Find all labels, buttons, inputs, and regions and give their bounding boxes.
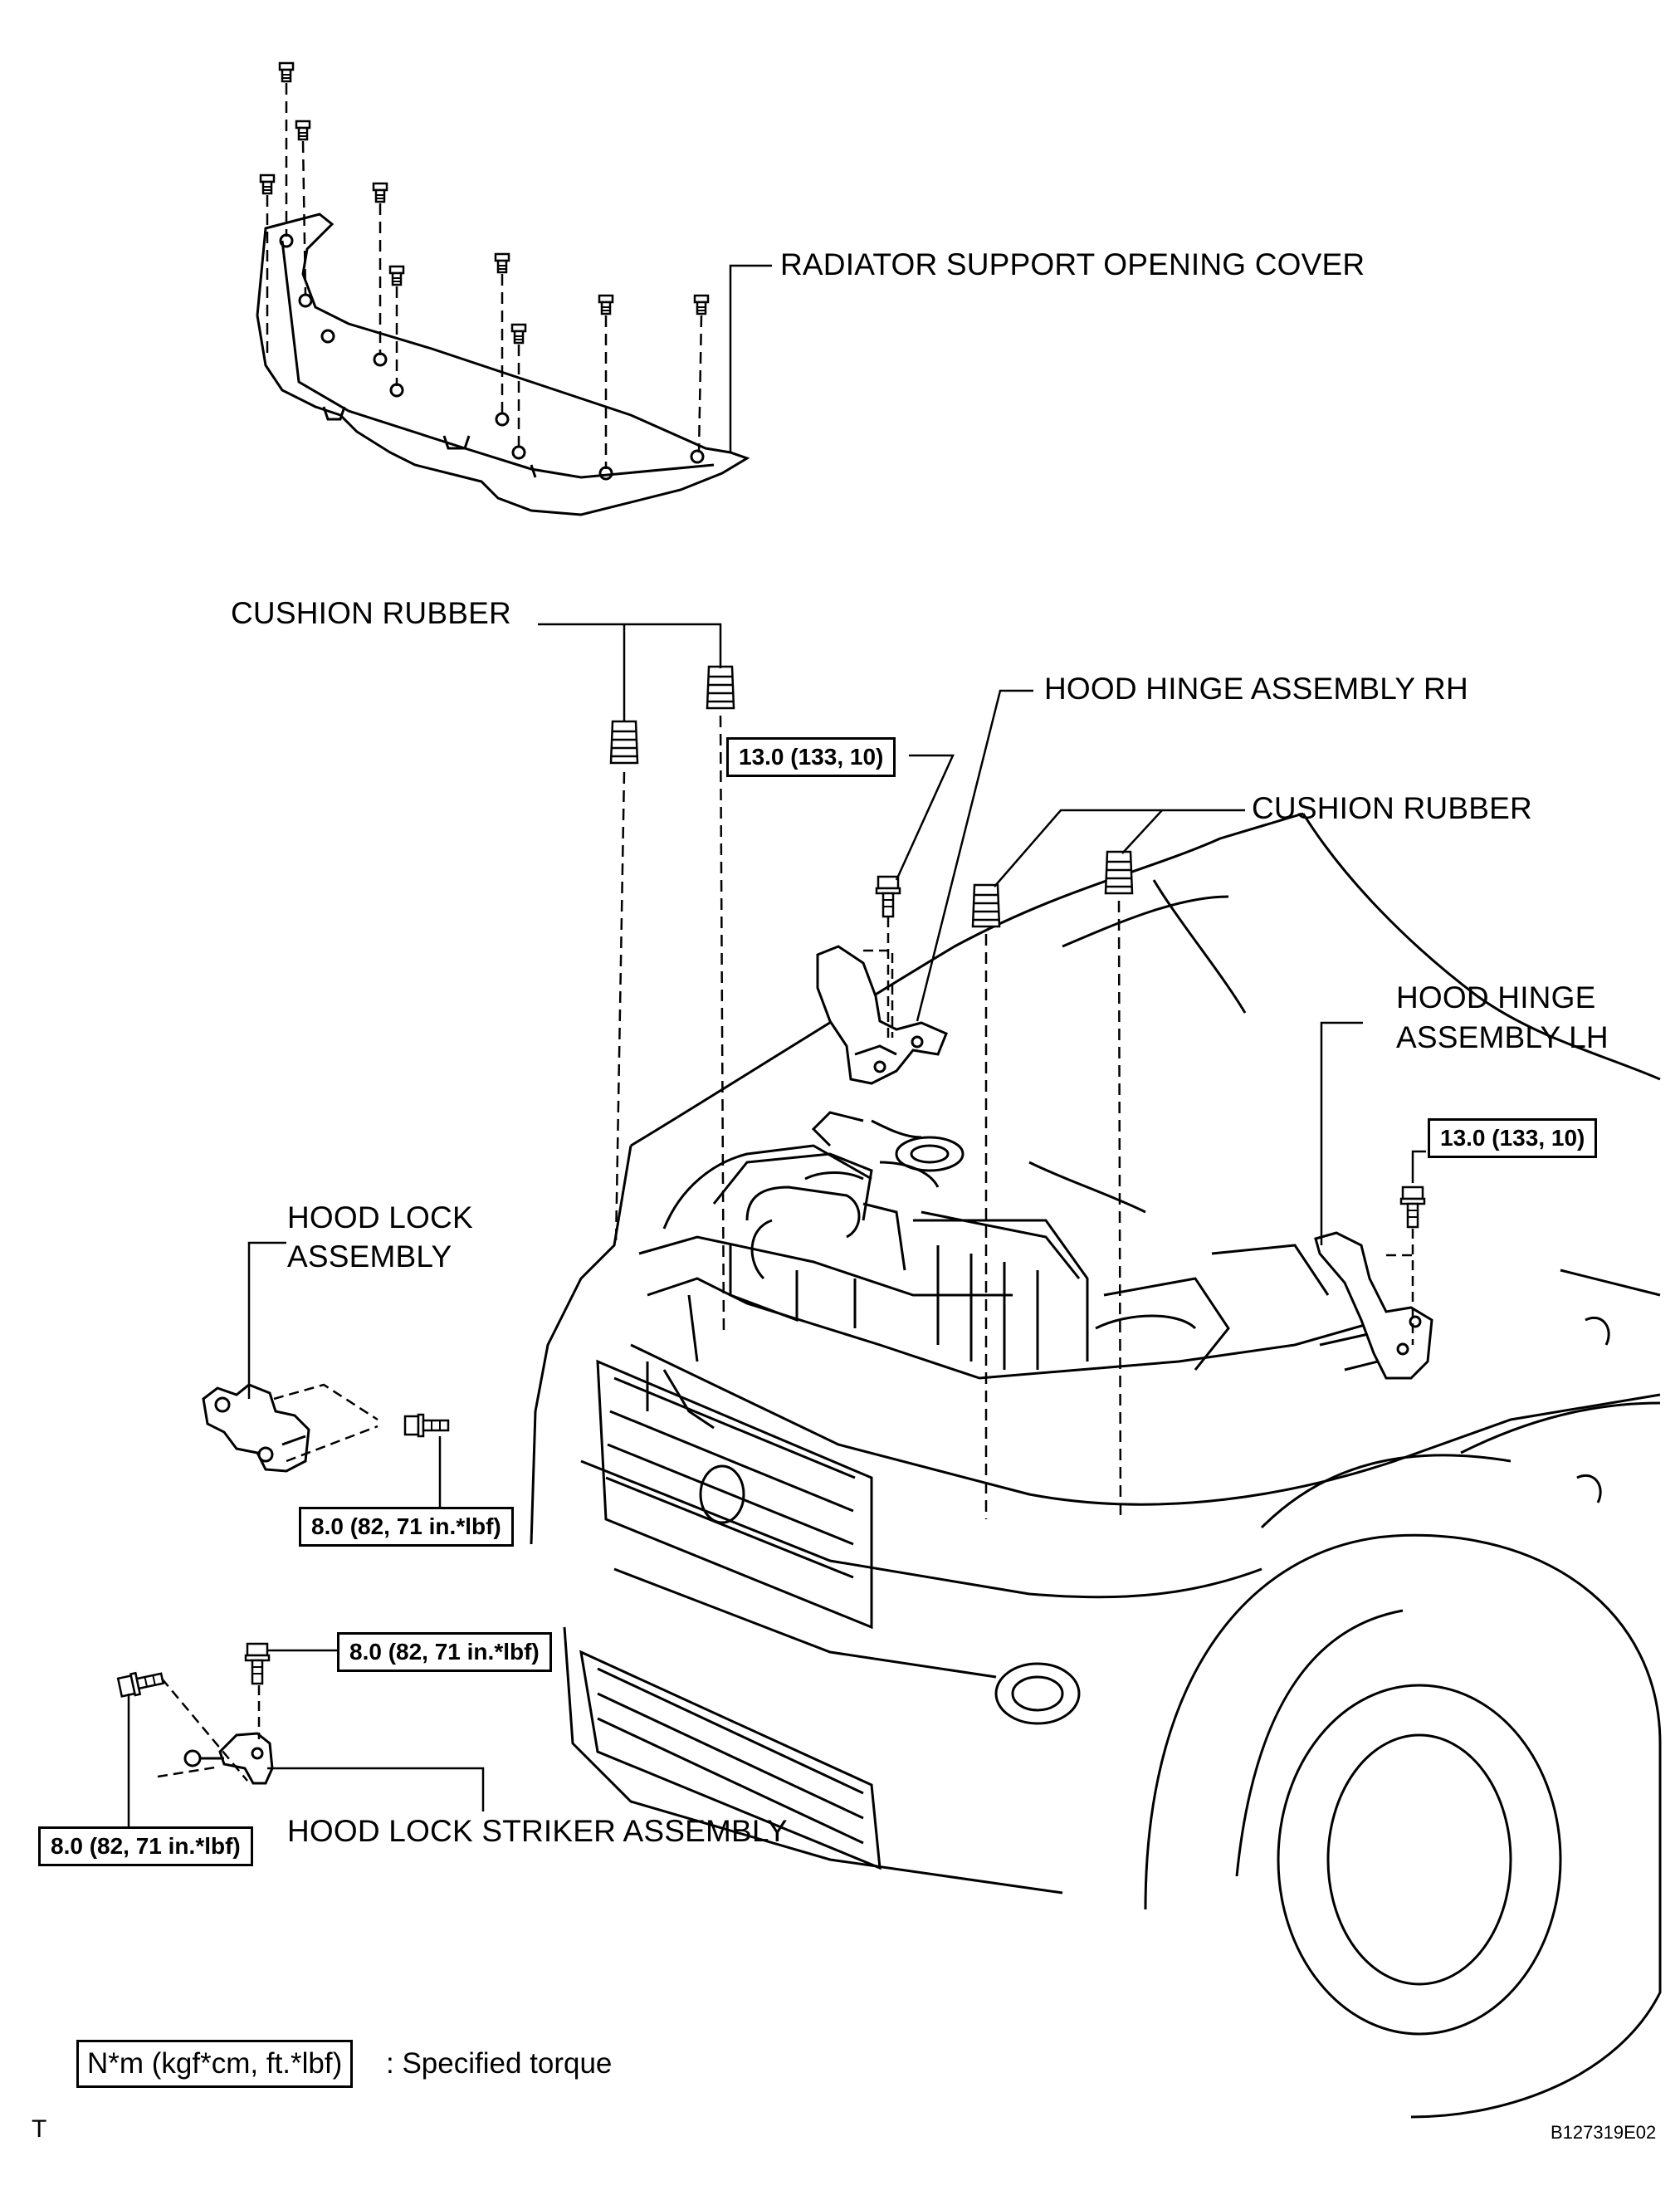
hood-hinge-rh-part (816, 945, 948, 1085)
label-cushion-rubber-right: CUSHION RUBBER (1252, 791, 1532, 825)
legend-specified-torque: : Specified torque (386, 2047, 613, 2080)
leader-radiator-cover (729, 264, 772, 452)
hinge-lh-dashed-guides (1386, 1229, 1415, 1345)
label-hood-hinge-assembly-lh-line2: ASSEMBLY LH (1396, 1020, 1609, 1054)
torque-hood-lock: 8.0 (82, 71 in.*lbf) (299, 1507, 514, 1547)
corner-letter: T (32, 2115, 47, 2143)
label-cushion-rubber-left: CUSHION RUBBER (231, 596, 511, 630)
cover-clips (259, 61, 710, 345)
vehicle-front-outline (530, 812, 1662, 2119)
hinge-rh-dashed-guides (863, 917, 894, 1038)
leader-hinge-lh (1320, 1021, 1363, 1245)
legend-torque-units-box: N*m (kgf*cm, ft.*lbf) (76, 2040, 354, 2088)
leader-cushion-rubber-left (538, 623, 722, 668)
torque-striker-lower: 8.0 (82, 71 in.*lbf) (38, 1826, 253, 1866)
leader-cushion-rubber-right-2 (1121, 809, 1163, 854)
leader-cushion-rubber-right (994, 809, 1245, 887)
torque-striker-upper: 8.0 (82, 71 in.*lbf) (337, 1632, 552, 1672)
label-hood-lock-assembly-line1: HOOD LOCK (287, 1200, 473, 1234)
cover-dashed-guides (266, 83, 703, 469)
hood-hinge-lh-part (1314, 1231, 1433, 1380)
leader-hinge-rh (916, 689, 1033, 1022)
leader-torque-hinge-lh (1411, 1150, 1426, 1183)
leader-hood-lock (247, 1241, 286, 1399)
label-radiator-support-opening-cover: RADIATOR SUPPORT OPENING COVER (780, 247, 1365, 281)
striker-dashed-guides (157, 1678, 261, 1782)
label-hood-lock-assembly-line2: ASSEMBLY (287, 1239, 452, 1274)
label-hood-hinge-assembly-rh: HOOD HINGE ASSEMBLY RH (1044, 672, 1468, 706)
cushion-dashed-guides (614, 715, 1122, 1520)
figure-id: B127319E02 (1551, 2122, 1657, 2143)
torque-hinge-lh: 13.0 (133, 10) (1428, 1118, 1598, 1158)
hood-lock-dashed-guides (273, 1383, 378, 1463)
torque-hinge-rh: 13.0 (133, 10) (726, 737, 896, 777)
leader-striker (267, 1767, 485, 1811)
hood-lock-part (202, 1383, 310, 1473)
label-hood-lock-striker-assembly: HOOD LOCK STRIKER ASSEMBLY (287, 1814, 788, 1848)
label-hood-hinge-assembly-lh-line1: HOOD HINGE (1396, 980, 1596, 1014)
radiator-support-cover-part (256, 213, 750, 516)
leader-torque-hinge-rh (895, 754, 955, 881)
